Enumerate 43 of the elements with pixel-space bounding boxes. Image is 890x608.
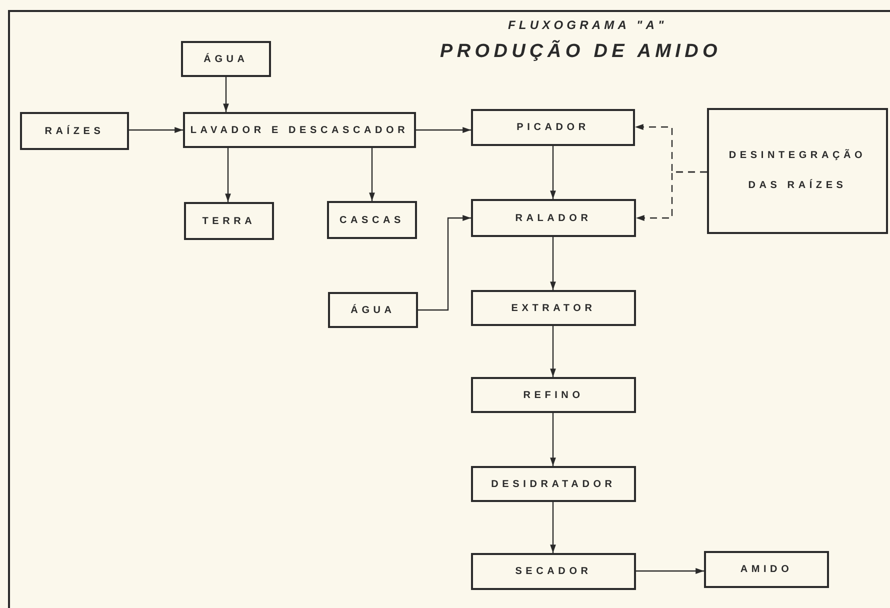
box-label: ÁGUA	[350, 303, 396, 318]
box-label: LAVADOR E DESCASCADOR	[190, 124, 409, 138]
arrow	[418, 215, 471, 311]
arrow	[636, 568, 704, 574]
process-box	[327, 201, 417, 239]
box-label: EXTRATOR	[511, 302, 596, 316]
arrow	[550, 502, 556, 553]
title: PRODUÇÃO DE AMIDO	[440, 39, 722, 64]
process-box	[184, 202, 274, 240]
dashed-arrow	[636, 171, 707, 221]
arrow	[129, 127, 183, 133]
box-label: RAÍZES	[44, 124, 104, 138]
box-label: TERRA	[202, 214, 256, 228]
process-box	[471, 553, 636, 590]
process-box	[328, 292, 418, 328]
arrow	[416, 127, 471, 133]
process-box	[183, 112, 416, 148]
arrow	[550, 413, 556, 466]
box-label: SECADOR	[515, 565, 592, 579]
subtitle: FLUXOGRAMA "A"	[508, 17, 668, 34]
arrow	[223, 77, 229, 112]
process-box	[471, 199, 636, 237]
box-label: PICADOR	[516, 121, 590, 135]
process-box	[707, 108, 888, 234]
arrow	[225, 148, 231, 202]
process-box	[471, 109, 635, 146]
arrow	[550, 237, 556, 290]
process-box	[471, 290, 636, 326]
process-box	[20, 112, 129, 150]
process-box	[471, 466, 636, 502]
process-box	[471, 377, 636, 413]
box-label: RALADOR	[515, 212, 592, 226]
box-label: REFINO	[523, 388, 584, 402]
box-label: ÁGUA	[204, 52, 248, 66]
box-label: AMIDO	[740, 563, 793, 577]
box-label: DESIDRATADOR	[491, 478, 616, 492]
box-label: CASCAS	[339, 214, 405, 228]
box-label: DESINTEGRAÇÃO DAS RAÍZES	[728, 148, 866, 193]
arrow	[369, 148, 375, 201]
arrow	[550, 326, 556, 377]
arrow	[550, 146, 556, 199]
process-box	[181, 41, 271, 77]
process-box	[704, 551, 829, 588]
